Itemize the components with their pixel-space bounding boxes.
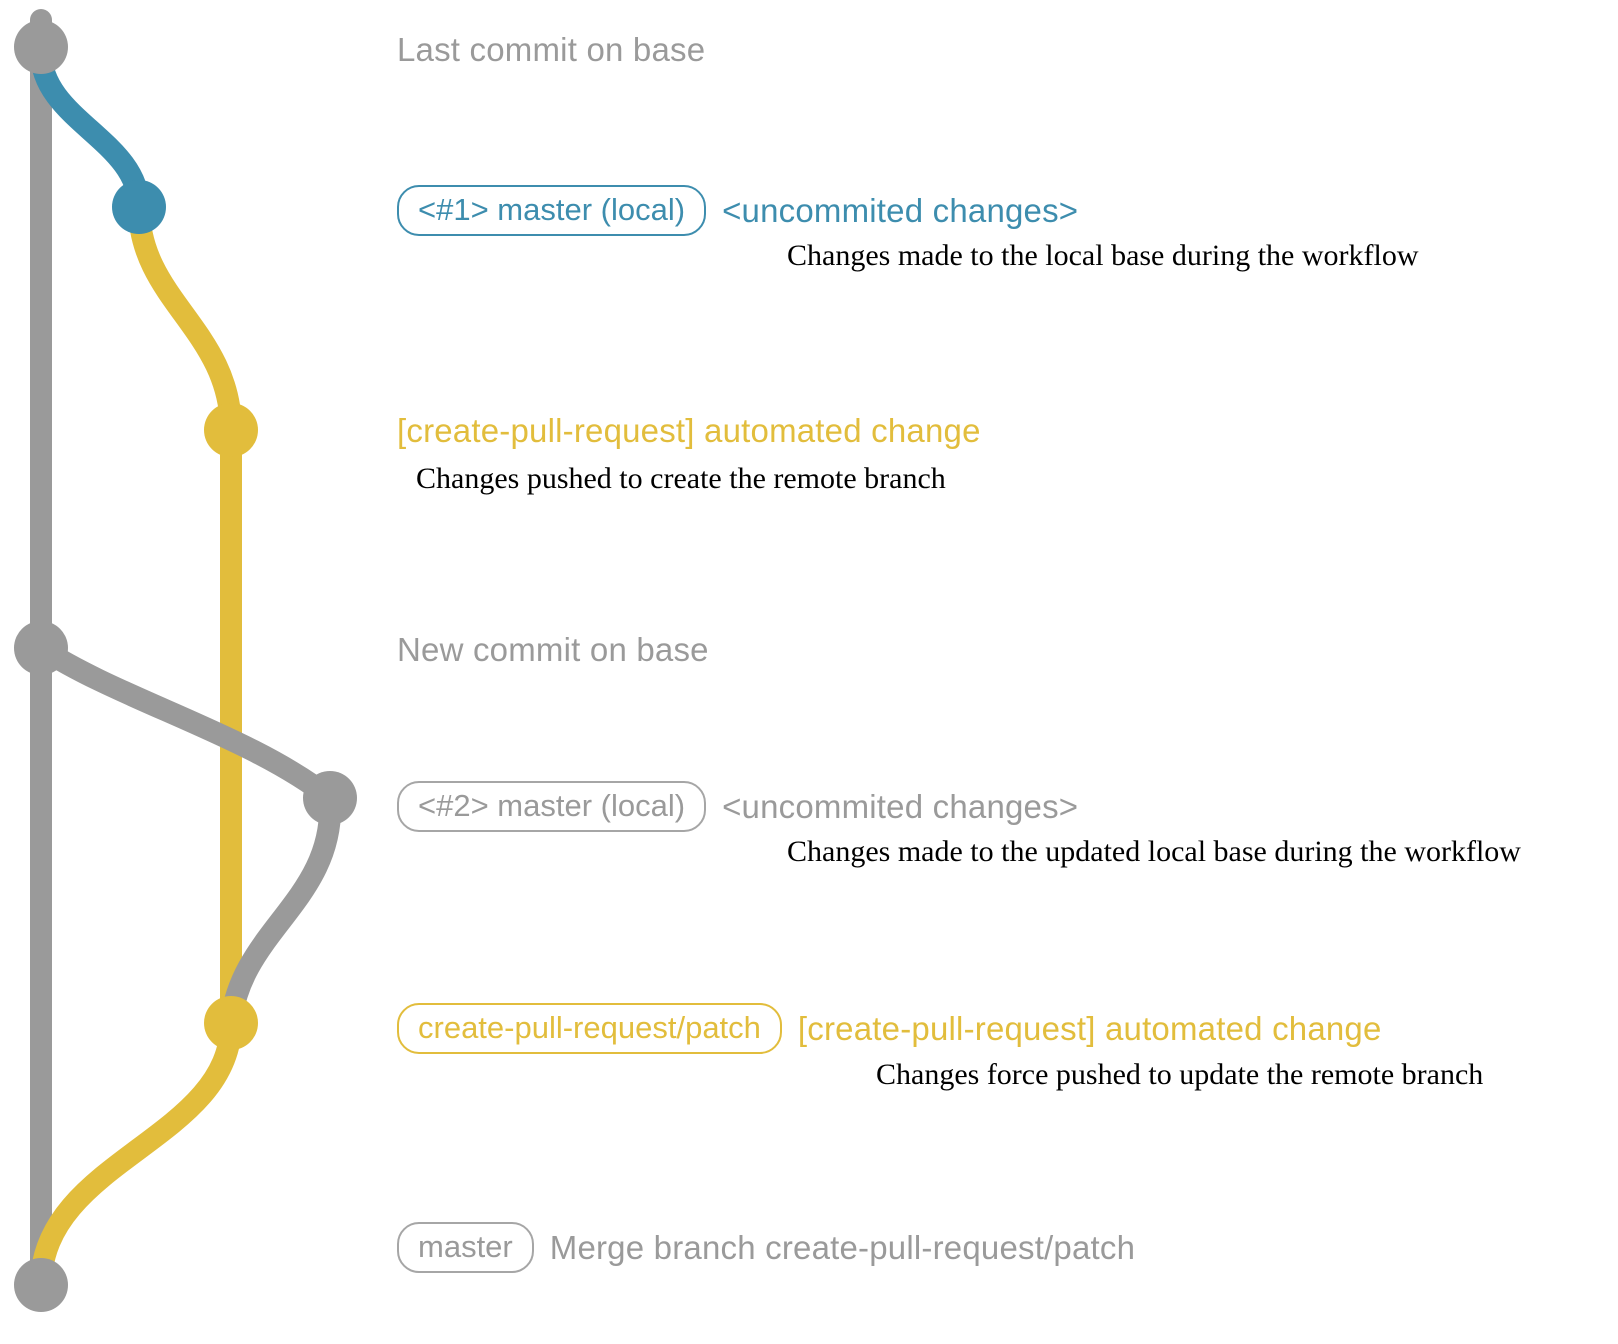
branch-line-local2-to-patch2 bbox=[220, 787, 342, 1034]
commit-row-master-merge: master Merge branch create-pull-request/… bbox=[397, 1222, 1135, 1273]
branch-pill-master-local-1[interactable]: <#1> master (local) bbox=[397, 185, 707, 236]
commit-row-patch-branch: create-pull-request/patch [create-pull-r… bbox=[397, 1003, 1382, 1054]
commit-node-merge[interactable] bbox=[14, 1258, 68, 1312]
commit-row-master-local-1: <#1> master (local) <uncommited changes> bbox=[397, 185, 1078, 236]
branch-line-local1-to-patch1 bbox=[128, 196, 242, 441]
commit-node-patch-2[interactable] bbox=[204, 996, 258, 1050]
commit-title-master-local-2: <uncommited changes> bbox=[722, 787, 1079, 825]
commit-title-master-local-1: <uncommited changes> bbox=[722, 191, 1079, 229]
commit-label-new-commit-on-base: New commit on base bbox=[397, 631, 709, 668]
branch-pill-master[interactable]: master bbox=[397, 1222, 534, 1273]
commit-node-local-2[interactable] bbox=[303, 771, 357, 825]
branch-pill-master-local-2[interactable]: <#2> master (local) bbox=[397, 781, 707, 832]
commit-node-base-new[interactable] bbox=[14, 621, 68, 675]
commit-description-master-local-1: Changes made to the local base during th… bbox=[787, 239, 1419, 272]
commit-title-automated-change-1: [create-pull-request] automated change bbox=[397, 412, 981, 449]
commit-node-local-1[interactable] bbox=[112, 180, 166, 234]
commit-title-automated-change-2: [create-pull-request] automated change bbox=[797, 1009, 1382, 1047]
branch-line-basenew-to-local2 bbox=[30, 637, 341, 809]
commit-title-master-merge: Merge branch create-pull-request/patch bbox=[549, 1228, 1136, 1266]
commit-node-patch-1[interactable] bbox=[204, 403, 258, 457]
commit-description-patch-branch: Changes force pushed to update the remot… bbox=[876, 1058, 1484, 1091]
commit-description-automated-change-1: Changes pushed to create the remote bran… bbox=[416, 462, 946, 495]
commit-description-master-local-2: Changes made to the updated local base d… bbox=[787, 835, 1521, 868]
branch-line-base-to-local1 bbox=[30, 41, 150, 218]
commit-node-base-top[interactable] bbox=[14, 20, 68, 74]
branch-pill-create-pull-request-patch[interactable]: create-pull-request/patch bbox=[397, 1003, 782, 1054]
commit-label-last-commit-on-base: Last commit on base bbox=[397, 31, 706, 68]
branch-line-patch2-to-merge bbox=[30, 1012, 242, 1296]
commit-row-master-local-2: <#2> master (local) <uncommited changes> bbox=[397, 781, 1078, 832]
